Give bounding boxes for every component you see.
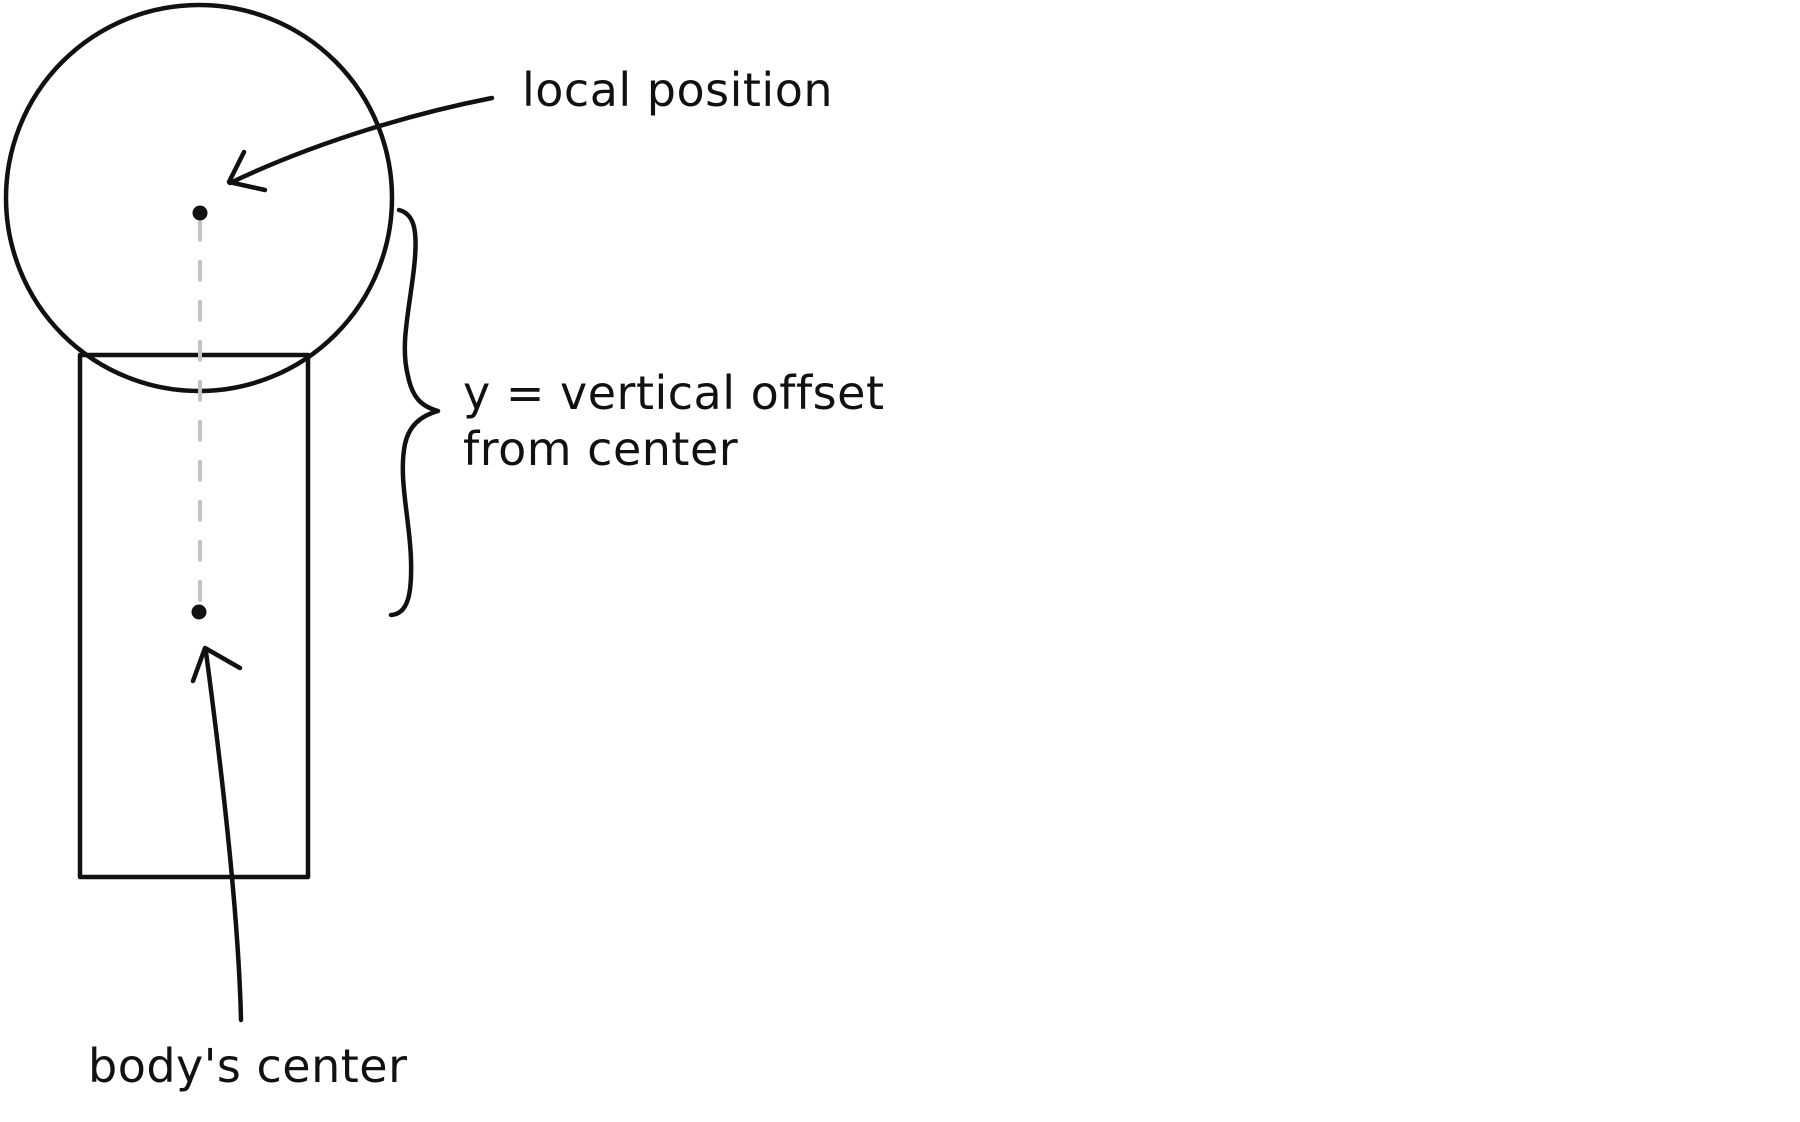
vertical-offset-label: y = vertical offset from center [463,365,884,477]
local-position-arrowhead [226,149,268,193]
body-center-arrowhead [190,645,243,684]
offset-brace [388,207,441,618]
body-center-point [191,604,207,620]
local-position-point [192,205,208,221]
vertical-offset-label-line-2: from center [463,422,739,476]
body-center-label: body's center [88,1039,408,1093]
local-position-label: local position [522,63,834,117]
body-center-arrow [203,649,244,1023]
vertical-offset-label-line-1: y = vertical offset [463,366,885,420]
body-rectangle [77,352,311,880]
local-position-arrow [227,95,495,186]
head-circle [3,2,395,394]
